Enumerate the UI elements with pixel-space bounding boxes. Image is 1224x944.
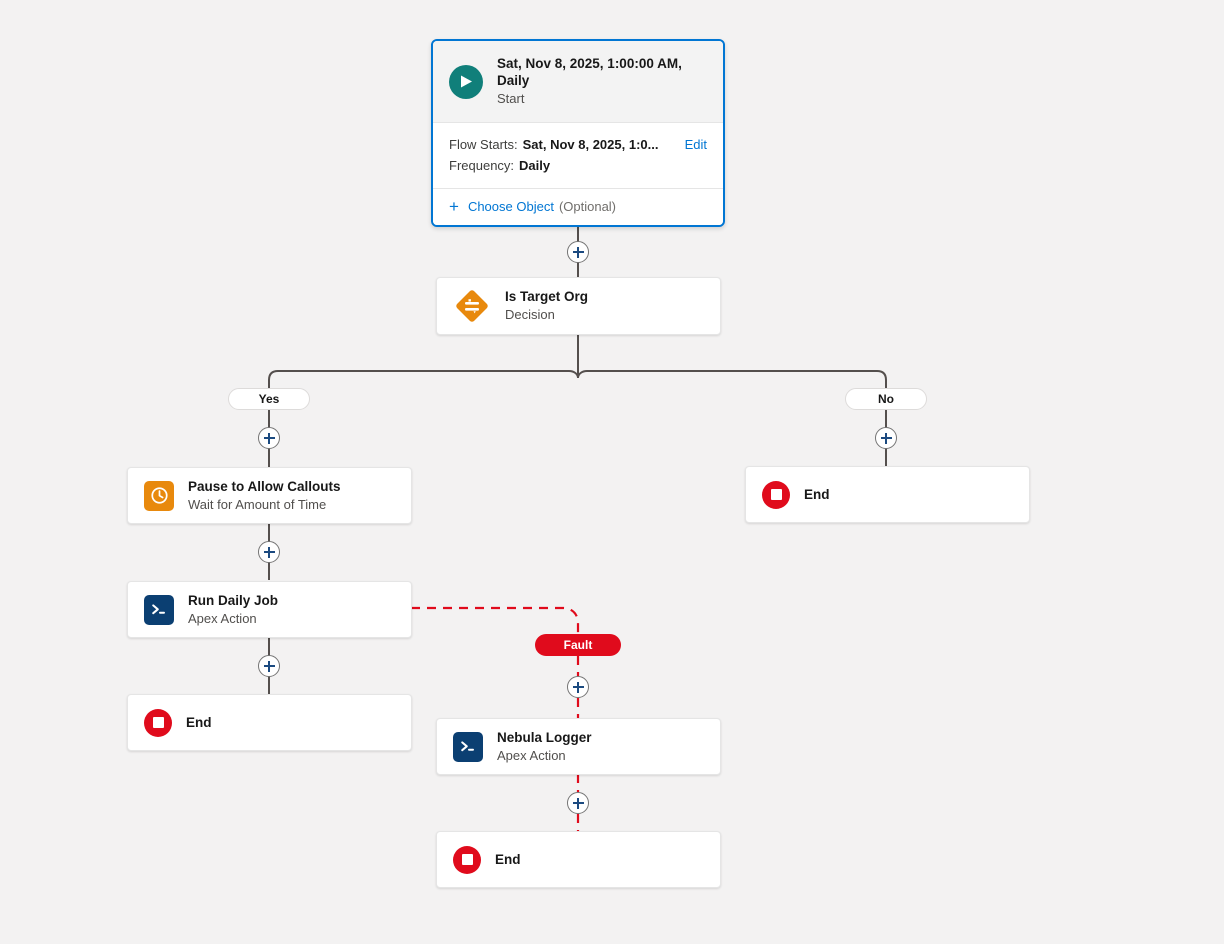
decision-node-title: Is Target Org — [505, 289, 589, 304]
start-node-title: Sat, Nov 8, 2025, 1:00:00 AM, Daily — [497, 56, 682, 88]
decision-node[interactable]: Is Target Org Decision — [436, 277, 721, 335]
end-node-no-title: End — [804, 486, 830, 502]
decision-node-subtitle: Decision — [505, 307, 555, 322]
plus-icon — [268, 660, 270, 672]
choose-object-link[interactable]: Choose Object — [467, 199, 554, 214]
apex-terminal-icon — [453, 731, 483, 762]
branch-label-yes-text: Yes — [258, 392, 280, 406]
pause-node-subtitle: Wait for Amount of Time — [188, 496, 327, 512]
add-element-button-no-branch[interactable] — [875, 427, 897, 449]
start-node[interactable]: Sat, Nov 8, 2025, 1:00:00 AM, Daily Star… — [431, 39, 725, 227]
end-node-yes-title: End — [186, 714, 212, 730]
end-node-yes-branch[interactable]: End — [127, 694, 412, 751]
edit-start-button[interactable]: Edit — [684, 137, 707, 152]
add-element-button-pause-to-apex[interactable] — [258, 541, 280, 563]
plus-icon — [268, 432, 270, 444]
frequency-label: Frequency: — [449, 158, 515, 173]
nebula-logger-node[interactable]: Nebula Logger Apex Action — [436, 718, 721, 775]
apex-terminal-icon — [144, 594, 174, 625]
run-daily-job-node[interactable]: Run Daily Job Apex Action — [127, 581, 412, 638]
frequency-value: Daily — [519, 158, 551, 173]
flow-starts-label: Flow Starts: — [449, 137, 518, 152]
nebula-logger-subtitle: Apex Action — [497, 747, 566, 763]
add-element-button-yes-branch[interactable] — [258, 427, 280, 449]
pause-node-title: Pause to Allow Callouts — [188, 478, 341, 494]
play-icon — [449, 64, 483, 99]
end-node-no-branch[interactable]: End — [745, 466, 1030, 523]
choose-object-button[interactable]: + Choose Object (Optional) — [433, 188, 723, 225]
frequency-row: Frequency: Daily — [449, 155, 707, 176]
choose-object-optional-label: (Optional) — [558, 199, 617, 214]
add-element-button-fault-branch[interactable] — [567, 676, 589, 698]
fault-branch-label-text: Fault — [563, 638, 593, 652]
clock-icon — [144, 480, 174, 511]
plus-icon — [268, 546, 270, 558]
start-node-subtitle: Start — [497, 91, 525, 106]
plus-icon — [885, 432, 887, 444]
start-node-header[interactable]: Sat, Nov 8, 2025, 1:00:00 AM, Daily Star… — [433, 41, 723, 123]
branch-label-no-text: No — [878, 392, 894, 406]
fault-branch-label[interactable]: Fault — [535, 634, 621, 656]
run-daily-job-title: Run Daily Job — [188, 592, 279, 608]
decision-icon — [453, 287, 491, 325]
add-element-button-apex-to-end[interactable] — [258, 655, 280, 677]
run-daily-job-subtitle: Apex Action — [188, 610, 257, 626]
flow-starts-row: Flow Starts: Sat, Nov 8, 2025, 1:0... Ed… — [449, 134, 707, 155]
plus-icon — [577, 246, 579, 258]
plus-icon: + — [449, 196, 459, 216]
plus-icon — [577, 681, 579, 693]
add-element-button-fault-to-end[interactable] — [567, 792, 589, 814]
add-element-button-start-to-decision[interactable] — [567, 241, 589, 263]
branch-label-no[interactable]: No — [845, 388, 927, 410]
nebula-logger-title: Nebula Logger — [497, 729, 592, 745]
start-node-details: Flow Starts: Sat, Nov 8, 2025, 1:0... Ed… — [433, 123, 723, 188]
branch-label-yes[interactable]: Yes — [228, 388, 310, 410]
end-stop-icon — [144, 708, 172, 737]
plus-icon — [577, 797, 579, 809]
end-node-fault-branch[interactable]: End — [436, 831, 721, 888]
end-node-fault-title: End — [495, 851, 521, 867]
pause-node[interactable]: Pause to Allow Callouts Wait for Amount … — [127, 467, 412, 524]
end-stop-icon — [762, 480, 790, 509]
end-stop-icon — [453, 845, 481, 874]
flow-starts-value: Sat, Nov 8, 2025, 1:0... — [522, 137, 659, 152]
